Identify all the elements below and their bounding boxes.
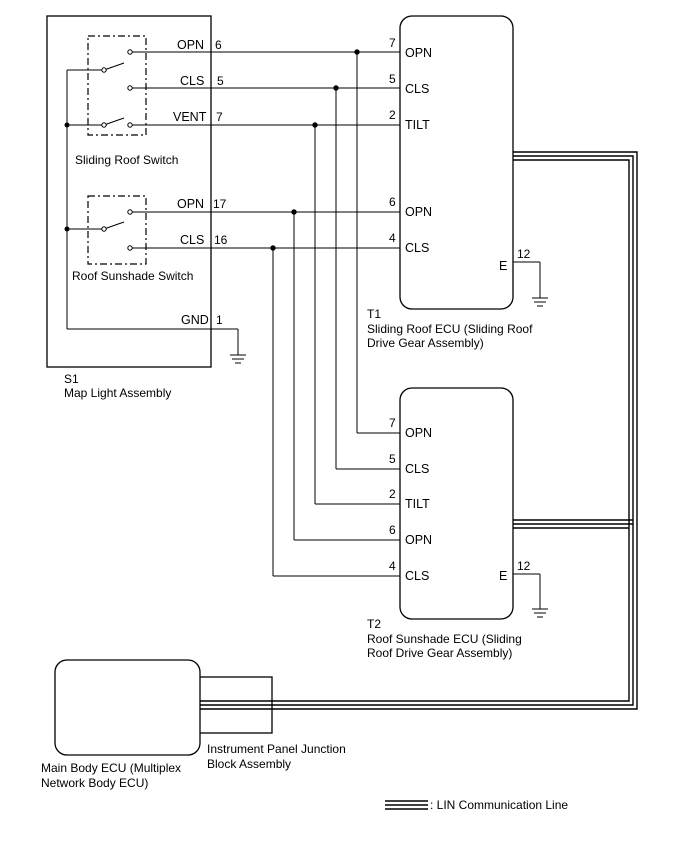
t1-pin-cls2-label: CLS <box>405 241 429 255</box>
lin-communication-line <box>200 151 638 710</box>
t1-pin-opn2-number: 6 <box>389 195 396 209</box>
s1-code: S1 <box>64 372 79 386</box>
map-light-assembly-box <box>46 15 212 368</box>
t2-pin-e-label: E <box>499 569 507 583</box>
t2-pin-opn2-number: 6 <box>389 523 396 537</box>
main-body-ecu-label-line1: Main Body ECU (Multiplex <box>41 761 181 775</box>
junction-block-label-line1: Instrument Panel Junction <box>207 742 346 756</box>
t2-name-line1: Roof Sunshade ECU (Sliding <box>367 632 522 646</box>
junction-block-lin-pass <box>200 700 272 710</box>
t2-pin-tilt-number: 2 <box>389 487 396 501</box>
t1-name-line1: Sliding Roof ECU (Sliding Roof <box>367 322 533 336</box>
main-body-ecu-label-line2: Network Body ECU) <box>41 776 148 790</box>
t1-pin-cls-number: 5 <box>389 72 396 86</box>
s1-pin-gnd-number: 1 <box>216 313 223 327</box>
t2-pin-cls-number: 5 <box>389 452 396 466</box>
main-body-ecu-box <box>54 659 201 756</box>
t2-code: T2 <box>367 617 381 631</box>
s1-pin-vent-number: 7 <box>216 110 223 124</box>
ground-icon <box>513 261 548 307</box>
s1-pin-cls-label: CLS <box>180 74 204 88</box>
t1-pin-opn2-label: OPN <box>405 205 432 219</box>
s1-pin-opn2-number: 17 <box>213 197 227 211</box>
legend-lin-line-icon <box>385 800 428 810</box>
t2-pin-cls-label: CLS <box>405 462 429 476</box>
sliding-roof-switch-outline <box>87 35 147 136</box>
t1-pin-e-label: E <box>499 259 507 273</box>
map-light-internal-wiring <box>64 49 239 355</box>
signal-wires <box>211 49 400 577</box>
t2-pin-opn-number: 7 <box>389 416 396 430</box>
s1-pin-cls-number: 5 <box>217 74 224 88</box>
t1-pin-tilt-label: TILT <box>405 118 430 132</box>
sliding-roof-switch-label: Sliding Roof Switch <box>75 153 178 167</box>
s1-pin-cls2-label: CLS <box>180 233 204 247</box>
roof-sunshade-switch-outline <box>87 195 147 265</box>
t1-pin-e-number: 12 <box>517 247 531 261</box>
t1-name-line2: Drive Gear Assembly) <box>367 336 484 350</box>
t1-pin-opn-label: OPN <box>405 46 432 60</box>
s1-pin-opn-label: OPN <box>177 38 204 52</box>
s1-pin-vent-label: VENT <box>173 110 207 124</box>
t2-pin-opn2-label: OPN <box>405 533 432 547</box>
map-light-assembly-label: Map Light Assembly <box>64 386 171 400</box>
t1-pin-opn-number: 7 <box>389 36 396 50</box>
t1-pin-tilt-number: 2 <box>389 108 396 122</box>
t1-code: T1 <box>367 307 381 321</box>
t1-pin-cls-label: CLS <box>405 82 429 96</box>
s1-pin-cls2-number: 16 <box>214 233 228 247</box>
t2-pin-cls2-number: 4 <box>389 559 396 573</box>
ground-icon <box>230 354 246 364</box>
sliding-roof-ecu-box <box>399 15 514 310</box>
t2-pin-e-number: 12 <box>517 559 531 573</box>
junction-block-label-line2: Block Assembly <box>207 757 291 771</box>
t2-pin-tilt-label: TILT <box>405 497 430 511</box>
legend-lin-label: : LIN Communication Line <box>430 798 568 812</box>
s1-pin-gnd-label: GND <box>181 313 209 327</box>
t2-pin-opn-label: OPN <box>405 426 432 440</box>
roof-sunshade-ecu-box <box>399 387 514 620</box>
t2-pin-cls2-label: CLS <box>405 569 429 583</box>
ground-icon <box>513 573 548 618</box>
s1-pin-opn2-label: OPN <box>177 197 204 211</box>
t2-name-line2: Roof Drive Gear Assembly) <box>367 646 512 660</box>
roof-sunshade-switch-label: Roof Sunshade Switch <box>72 269 193 283</box>
t1-pin-cls2-number: 4 <box>389 231 396 245</box>
s1-pin-opn-number: 6 <box>215 38 222 52</box>
